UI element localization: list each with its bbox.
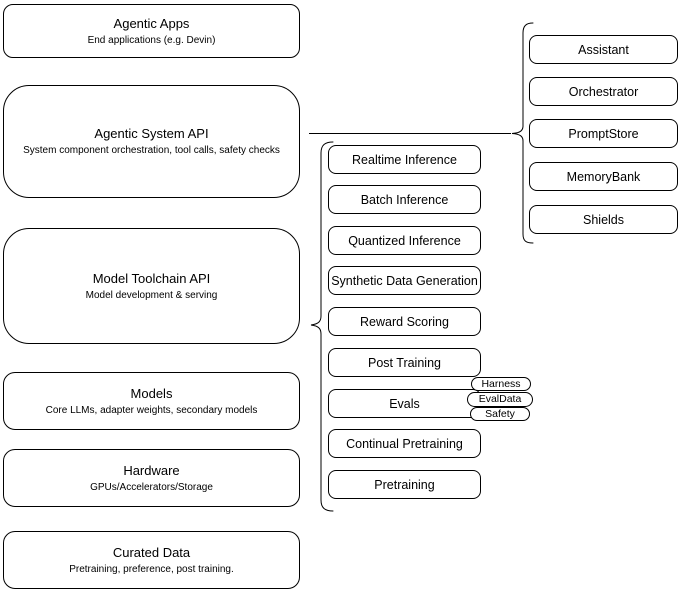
node-title: Curated Data <box>112 544 191 560</box>
node-subtitle: GPUs/Accelerators/Storage <box>90 481 213 493</box>
node-memorybank[interactable]: MemoryBank <box>529 162 678 191</box>
node-subtitle: End applications (e.g. Devin) <box>87 34 216 46</box>
tag-label: Safety <box>485 407 515 420</box>
node-curated-data[interactable]: Curated Data Pretraining, preference, po… <box>3 531 300 589</box>
node-evals[interactable]: Evals <box>328 389 481 418</box>
node-post-training[interactable]: Post Training <box>328 348 481 377</box>
node-label: Evals <box>389 396 420 411</box>
node-quantized-inference[interactable]: Quantized Inference <box>328 226 481 255</box>
node-subtitle: Model development & serving <box>85 289 218 301</box>
node-batch-inference[interactable]: Batch Inference <box>328 185 481 214</box>
node-assistant[interactable]: Assistant <box>529 35 678 64</box>
node-hardware[interactable]: Hardware GPUs/Accelerators/Storage <box>3 449 300 507</box>
node-label: Shields <box>583 212 624 227</box>
node-models[interactable]: Models Core LLMs, adapter weights, secon… <box>3 372 300 430</box>
tag-evaldata[interactable]: EvalData <box>467 392 533 407</box>
node-orchestrator[interactable]: Orchestrator <box>529 77 678 106</box>
node-subtitle: System component orchestration, tool cal… <box>23 145 280 156</box>
node-title: Agentic Apps <box>113 15 190 31</box>
node-label: Post Training <box>368 355 441 370</box>
node-agentic-system-api[interactable]: Agentic System API System component orch… <box>3 85 300 198</box>
node-model-toolchain-api[interactable]: Model Toolchain API Model development & … <box>3 228 300 344</box>
node-realtime-inference[interactable]: Realtime Inference <box>328 145 481 174</box>
tag-safety[interactable]: Safety <box>470 407 530 421</box>
node-title: Agentic System API <box>94 126 209 141</box>
node-label: PromptStore <box>568 126 639 141</box>
node-label: Assistant <box>578 42 629 57</box>
node-title: Models <box>130 385 173 401</box>
tag-label: Harness <box>481 377 521 390</box>
tag-harness[interactable]: Harness <box>471 377 531 391</box>
node-subtitle: Pretraining, preference, post training. <box>69 563 234 575</box>
node-shields[interactable]: Shields <box>529 205 678 234</box>
node-promptstore[interactable]: PromptStore <box>529 119 678 148</box>
node-label: Continual Pretraining <box>346 436 463 451</box>
tag-label: EvalData <box>478 393 522 406</box>
node-continual-pretraining[interactable]: Continual Pretraining <box>328 429 481 458</box>
node-label: MemoryBank <box>566 169 641 184</box>
node-label: Orchestrator <box>568 84 639 99</box>
node-synthetic-data-generation[interactable]: Synthetic Data Generation <box>328 266 481 295</box>
node-label: Quantized Inference <box>348 233 461 248</box>
node-agentic-apps[interactable]: Agentic Apps End applications (e.g. Devi… <box>3 4 300 58</box>
node-label: Batch Inference <box>360 192 449 207</box>
node-title: Model Toolchain API <box>92 270 211 286</box>
node-label: Pretraining <box>374 477 435 492</box>
node-label: Realtime Inference <box>352 152 457 167</box>
node-pretraining[interactable]: Pretraining <box>328 470 481 499</box>
node-label: Synthetic Data Generation <box>331 273 478 288</box>
node-label: Reward Scoring <box>360 314 449 329</box>
node-subtitle: Core LLMs, adapter weights, secondary mo… <box>45 404 258 416</box>
node-reward-scoring[interactable]: Reward Scoring <box>328 307 481 336</box>
node-title: Hardware <box>123 462 180 478</box>
